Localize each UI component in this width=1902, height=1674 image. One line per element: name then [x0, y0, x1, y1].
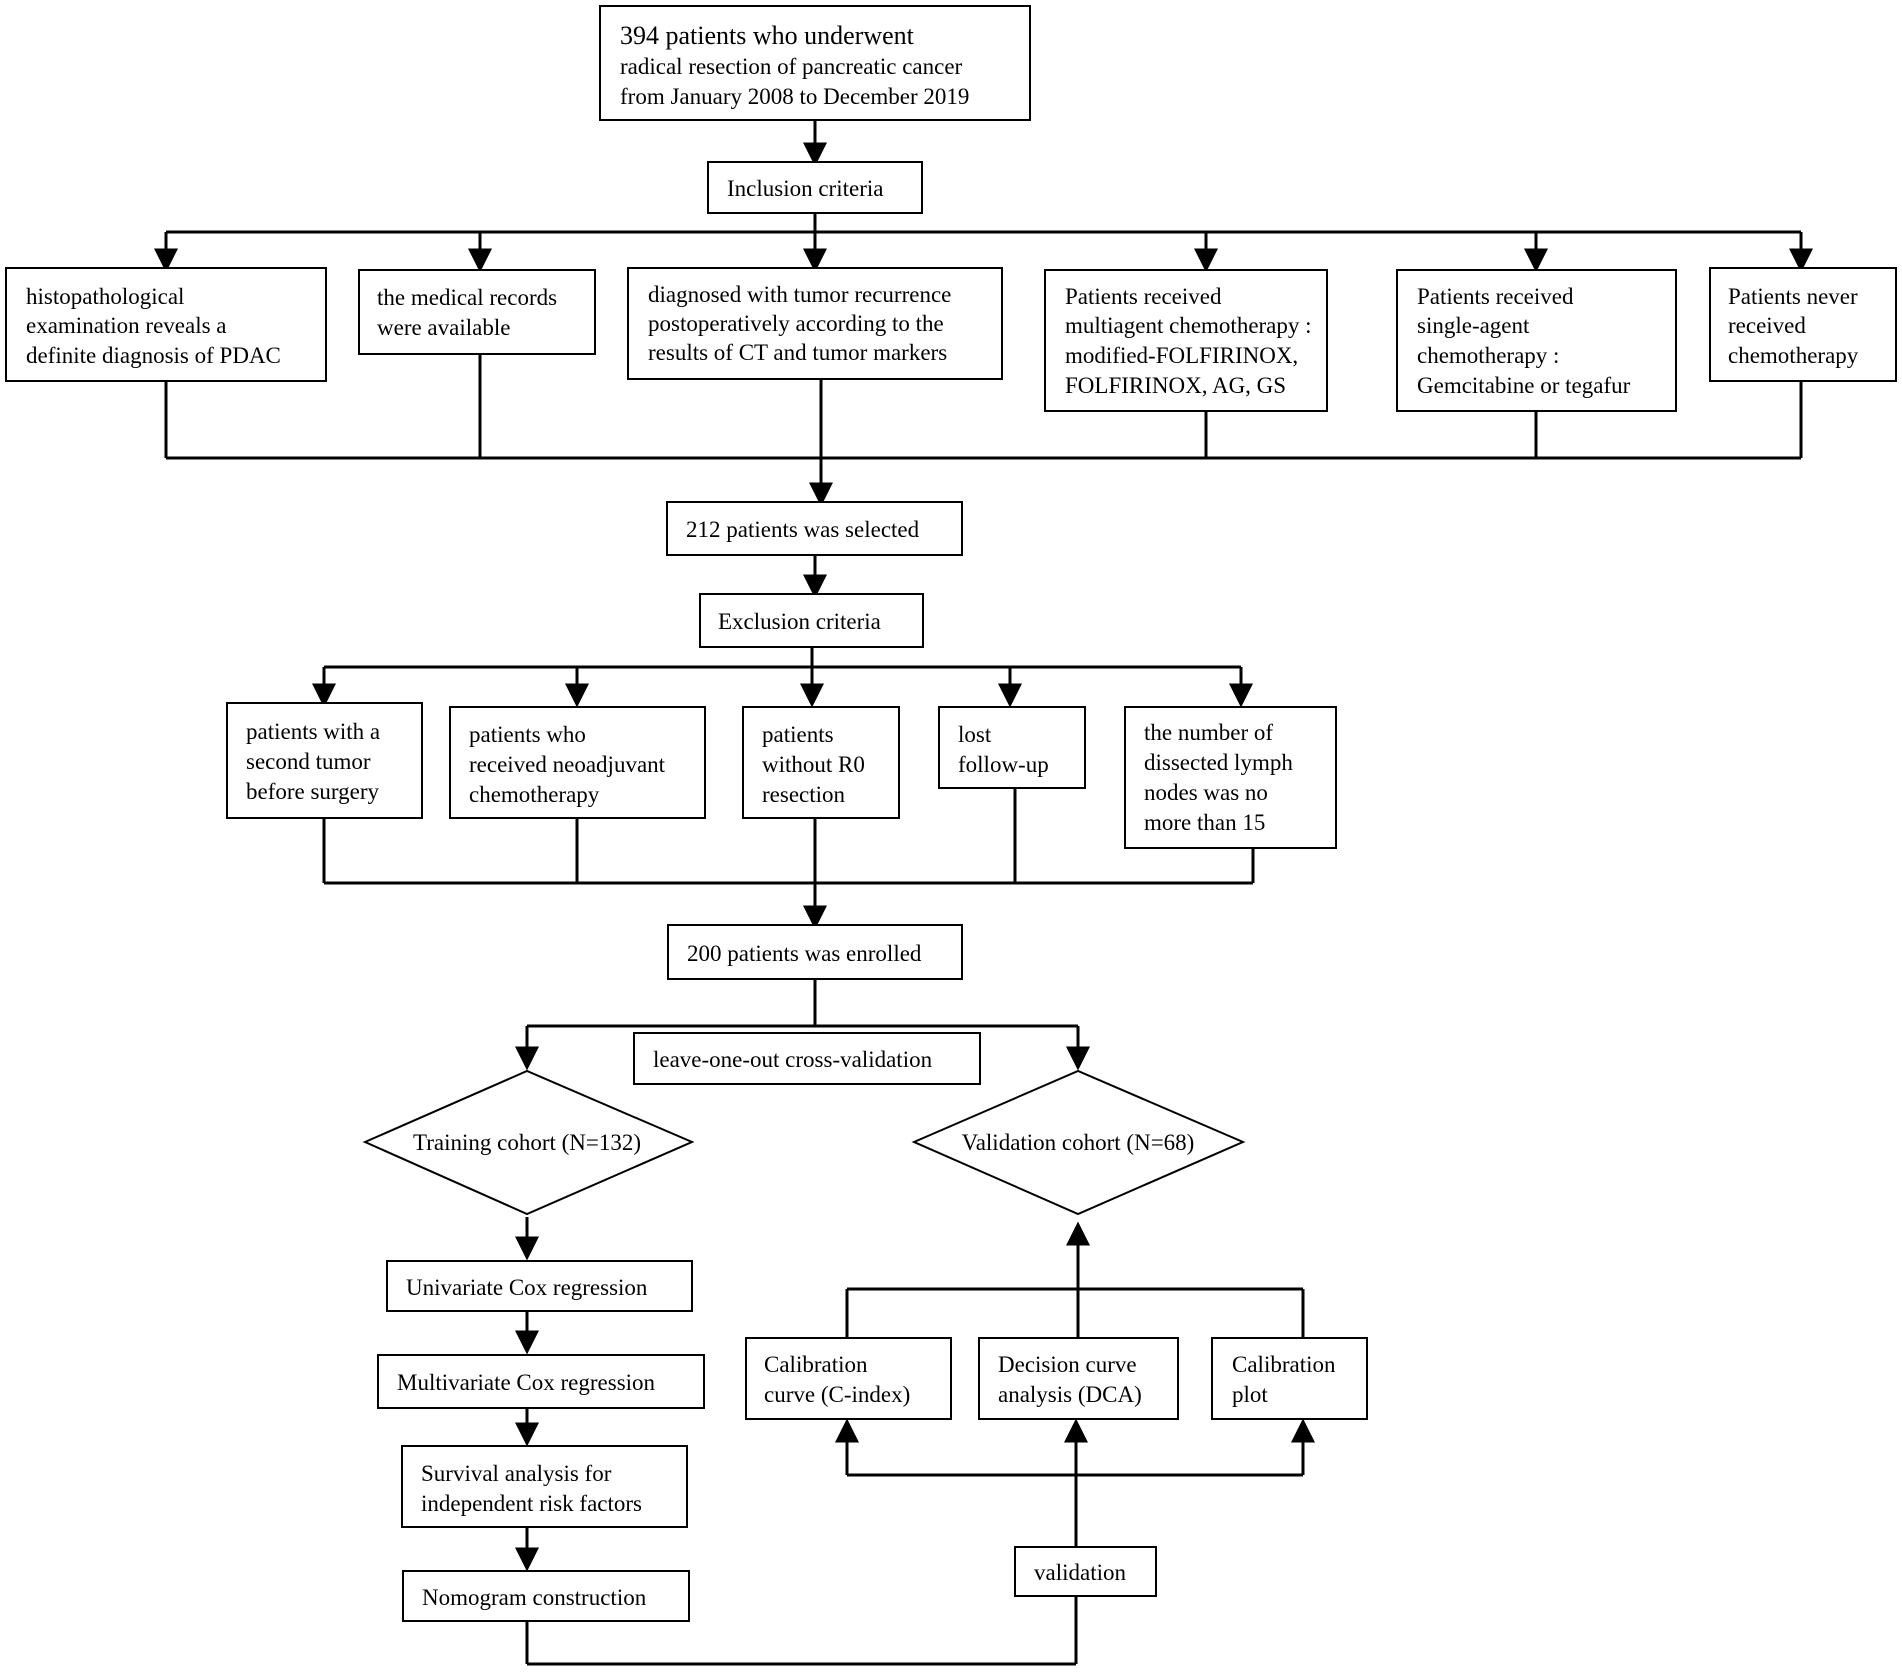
exclusion-criterion-1-label: patients with a second tumor before surg… — [246, 719, 386, 804]
validation-cohort-label: Validation cohort (N=68) — [962, 1130, 1195, 1155]
enrolled-box: 200 patients was enrolled — [667, 924, 963, 980]
exclusion-criteria-label: Exclusion criteria — [718, 609, 881, 634]
inclusion-criterion-5-label: Patients received single-agent chemother… — [1417, 284, 1631, 398]
survival-box: Survival analysis for independent risk f… — [401, 1445, 688, 1528]
exclusion-criterion-5-label: the number of dissected lymph nodes was … — [1144, 720, 1299, 835]
start-box: 394 patients who underwent radical resec… — [599, 5, 1031, 121]
inclusion-criteria-label: Inclusion criteria — [727, 176, 883, 201]
start-box-label: 394 patients who underwent radical resec… — [620, 21, 969, 109]
loocv-box: leave-one-out cross-validation — [633, 1032, 981, 1085]
dca-box: Decision curve analysis (DCA) — [978, 1337, 1179, 1420]
inclusion-criteria-box: Inclusion criteria — [707, 161, 923, 214]
exclusion-criteria-box: Exclusion criteria — [699, 593, 924, 648]
multivariate-box: Multivariate Cox regression — [377, 1354, 705, 1409]
calibration-plot-label: Calibration plot — [1232, 1352, 1341, 1407]
inclusion-criterion-1-label: histopathological examination reveals a … — [26, 284, 281, 368]
univariate-label: Univariate Cox regression — [406, 1275, 648, 1300]
inclusion-criterion-6-box: Patients never received chemotherapy — [1709, 267, 1897, 382]
inclusion-criterion-6-label: Patients never received chemotherapy — [1728, 284, 1863, 368]
enrolled-label: 200 patients was enrolled — [687, 941, 922, 966]
training-cohort-label: Training cohort (N=132) — [413, 1130, 641, 1155]
calibration-curve-label: Calibration curve (C-index) — [764, 1352, 910, 1407]
nomogram-box: Nomogram construction — [402, 1570, 690, 1622]
selected-box: 212 patients was selected — [666, 501, 963, 556]
selected-label: 212 patients was selected — [686, 517, 920, 542]
multivariate-label: Multivariate Cox regression — [397, 1370, 656, 1395]
calibration-plot-box: Calibration plot — [1211, 1337, 1368, 1420]
validation-label: validation — [1034, 1560, 1126, 1585]
inclusion-criterion-3-box: diagnosed with tumor recurrence postoper… — [627, 267, 1003, 380]
exclusion-criterion-2-box: patients who received neoadjuvant chemot… — [449, 706, 706, 819]
validation-cohort-diamond: Validation cohort (N=68) — [911, 1069, 1246, 1216]
exclusion-criterion-4-box: lost follow-up — [938, 706, 1086, 789]
inclusion-criterion-1-box: histopathological examination reveals a … — [5, 267, 327, 382]
exclusion-criterion-1-box: patients with a second tumor before surg… — [226, 702, 423, 819]
exclusion-criterion-2-label: patients who received neoadjuvant chemot… — [469, 722, 671, 807]
inclusion-criterion-4-label: Patients received multiagent chemotherap… — [1065, 284, 1317, 398]
univariate-box: Univariate Cox regression — [386, 1260, 693, 1312]
exclusion-criterion-5-box: the number of dissected lymph nodes was … — [1124, 706, 1337, 849]
inclusion-criterion-3-label: diagnosed with tumor recurrence postoper… — [648, 282, 957, 365]
inclusion-criterion-2-box: the medical records were available — [358, 269, 596, 355]
inclusion-criterion-5-box: Patients received single-agent chemother… — [1396, 269, 1677, 412]
survival-label: Survival analysis for independent risk f… — [421, 1461, 642, 1516]
exclusion-criterion-3-label: patients without R0 resection — [762, 722, 871, 807]
training-cohort-diamond: Training cohort (N=132) — [362, 1069, 695, 1216]
nomogram-label: Nomogram construction — [422, 1585, 647, 1610]
dca-label: Decision curve analysis (DCA) — [998, 1352, 1142, 1407]
validation-box: validation — [1014, 1546, 1157, 1597]
exclusion-criterion-3-box: patients without R0 resection — [742, 706, 900, 819]
exclusion-criterion-4-label: lost follow-up — [958, 722, 1049, 777]
loocv-label: leave-one-out cross-validation — [653, 1047, 933, 1072]
inclusion-criterion-4-box: Patients received multiagent chemotherap… — [1044, 269, 1328, 412]
calibration-curve-box: Calibration curve (C-index) — [745, 1337, 952, 1420]
connectors — [154, 120, 1813, 1666]
inclusion-criterion-2-label: the medical records were available — [377, 285, 563, 340]
